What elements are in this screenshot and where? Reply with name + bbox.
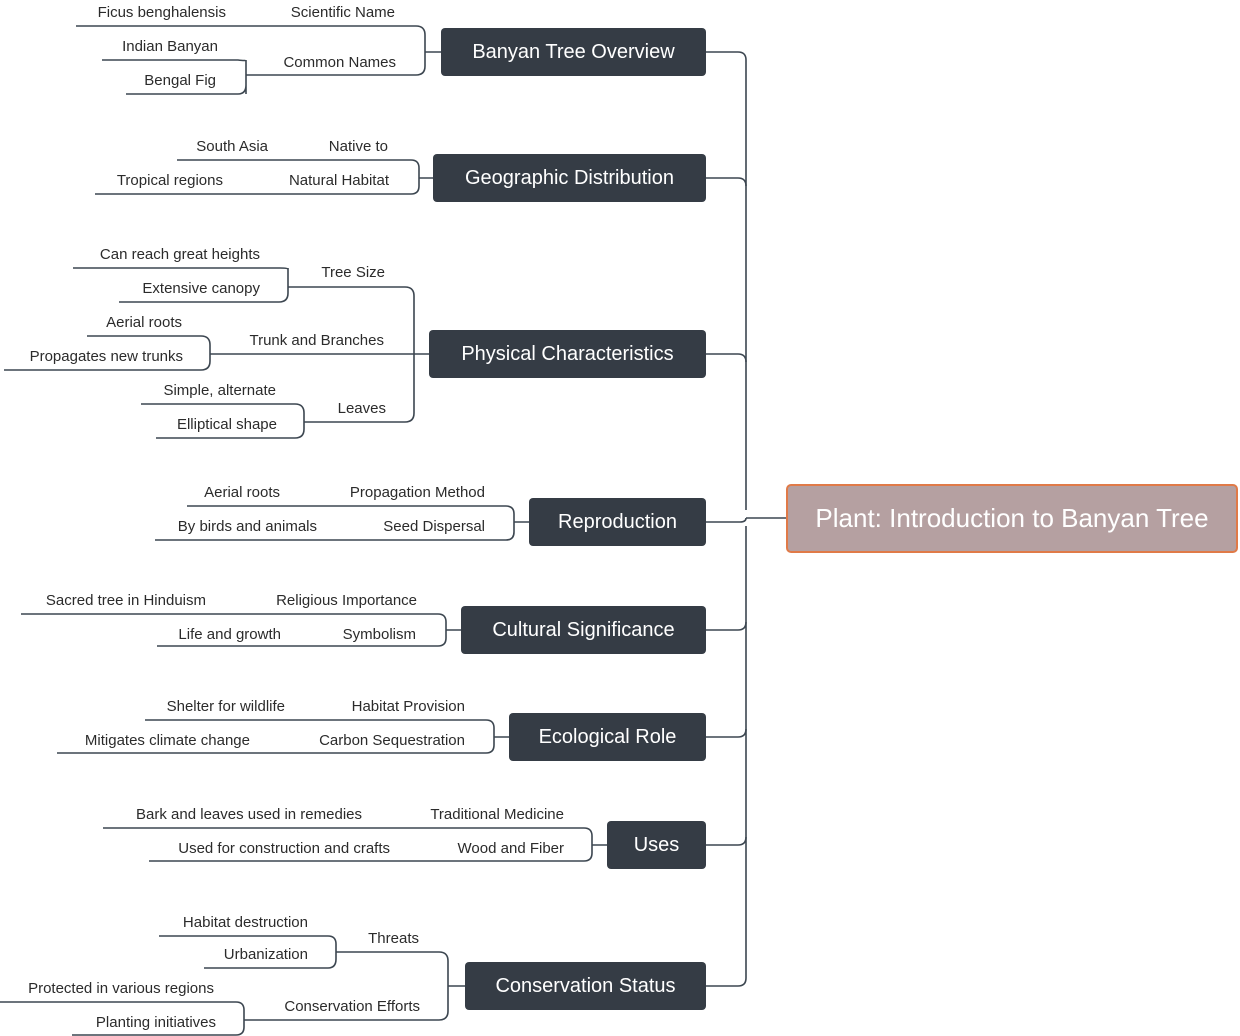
sub-node-threats[interactable]: Threats — [368, 930, 419, 947]
connector-line-19 — [103, 827, 607, 862]
leaf-ficus-benghalensis[interactable]: Ficus benghalensis — [97, 4, 226, 21]
sub-node-tree-size[interactable]: Tree Size — [321, 264, 385, 281]
sub-node-trunk-and-branches[interactable]: Trunk and Branches — [249, 332, 384, 349]
sub-node-scientific-name[interactable]: Scientific Name — [290, 4, 395, 21]
leaf-by-birds-and-animals[interactable]: By birds and animals — [177, 518, 317, 535]
sub-node-conservation-efforts[interactable]: Conservation Efforts — [284, 998, 420, 1015]
connector-line-12 — [288, 286, 429, 423]
connector-line-21 — [159, 935, 337, 969]
sub-node-propagation-method[interactable]: Propagation Method — [349, 484, 485, 501]
leaf-aerial-roots[interactable]: Aerial roots — [106, 314, 182, 331]
sub-node-symbolism[interactable]: Symbolism — [342, 626, 416, 643]
sub-node-religious-importance[interactable]: Religious Importance — [276, 592, 417, 609]
leaf-protected-in-various-regions[interactable]: Protected in various regions — [28, 980, 214, 997]
leaf-elliptical-shape[interactable]: Elliptical shape — [176, 416, 277, 433]
connector-line-6 — [706, 728, 747, 738]
sub-node-habitat-provision[interactable]: Habitat Provision — [351, 698, 465, 715]
connector-line-11 — [95, 159, 433, 195]
sub-node-traditional-medicine[interactable]: Traditional Medicine — [430, 806, 564, 823]
leaf-tropical-regions[interactable]: Tropical regions — [116, 172, 223, 189]
connector-line-13 — [73, 267, 289, 303]
leaf-can-reach-great-heights[interactable]: Can reach great heights — [99, 246, 260, 263]
leaf-sacred-tree-in-hinduism[interactable]: Sacred tree in Hinduism — [45, 592, 206, 609]
connector-line-20 — [244, 951, 465, 1021]
connector-line-22 — [0, 1001, 245, 1036]
connector-line-15 — [141, 403, 305, 439]
leaf-mitigates-climate-change[interactable]: Mitigates climate change — [84, 732, 250, 749]
connector-line-14 — [4, 335, 414, 371]
main-node-uses[interactable]: Uses — [607, 821, 706, 869]
connector-line-5 — [706, 621, 747, 631]
leaf-habitat-destruction[interactable]: Habitat destruction — [182, 914, 308, 931]
leaf-indian-banyan[interactable]: Indian Banyan — [122, 38, 218, 55]
leaf-planting-initiatives[interactable]: Planting initiatives — [95, 1014, 216, 1031]
sub-node-natural-habitat[interactable]: Natural Habitat — [288, 172, 389, 189]
main-node-ecological-role[interactable]: Ecological Role — [509, 713, 706, 761]
leaf-aerial-roots-propagation[interactable]: Aerial roots — [204, 484, 280, 501]
root-node[interactable]: Plant: Introduction to Banyan Tree — [786, 484, 1238, 553]
main-node-cultural-significance[interactable]: Cultural Significance — [461, 606, 706, 654]
sub-node-wood-and-fiber[interactable]: Wood and Fiber — [457, 840, 564, 857]
sub-node-common-names[interactable]: Common Names — [283, 54, 396, 71]
connector-line-9 — [76, 25, 441, 76]
connector-line-2 — [706, 177, 747, 187]
leaf-extensive-canopy[interactable]: Extensive canopy — [142, 280, 260, 297]
connector-line-4 — [706, 517, 747, 523]
leaf-life-and-growth[interactable]: Life and growth — [178, 626, 281, 643]
leaf-simple-alternate[interactable]: Simple, alternate — [163, 382, 276, 399]
main-node-reproduction[interactable]: Reproduction — [529, 498, 706, 546]
leaf-bark-and-leaves[interactable]: Bark and leaves used in remedies — [136, 806, 362, 823]
main-node-banyan-tree-overview[interactable]: Banyan Tree Overview — [441, 28, 706, 76]
main-node-geographic-distribution[interactable]: Geographic Distribution — [433, 154, 706, 202]
main-node-conservation-status[interactable]: Conservation Status — [465, 962, 706, 1010]
connector-line-18 — [57, 719, 509, 754]
sub-node-leaves[interactable]: Leaves — [337, 400, 386, 417]
connector-line-3 — [706, 353, 747, 363]
connector-line-16 — [155, 505, 529, 541]
connector-line-8 — [706, 526, 747, 987]
connector-line-1 — [706, 51, 747, 510]
leaf-bengal-fig[interactable]: Bengal Fig — [144, 72, 216, 89]
connector-line-10 — [102, 59, 247, 95]
connector-line-17 — [21, 613, 461, 647]
sub-node-carbon-sequestration[interactable]: Carbon Sequestration — [319, 732, 465, 749]
sub-node-seed-dispersal[interactable]: Seed Dispersal — [383, 518, 485, 535]
leaf-used-for-construction[interactable]: Used for construction and crafts — [178, 840, 390, 857]
leaf-shelter-for-wildlife[interactable]: Shelter for wildlife — [166, 698, 285, 715]
leaf-propagates-new-trunks[interactable]: Propagates new trunks — [29, 348, 183, 365]
main-node-physical-characteristics[interactable]: Physical Characteristics — [429, 330, 706, 378]
connector-line-7 — [706, 836, 747, 846]
leaf-urbanization[interactable]: Urbanization — [223, 946, 308, 963]
leaf-south-asia[interactable]: South Asia — [196, 138, 268, 155]
sub-node-native-to[interactable]: Native to — [328, 138, 388, 155]
